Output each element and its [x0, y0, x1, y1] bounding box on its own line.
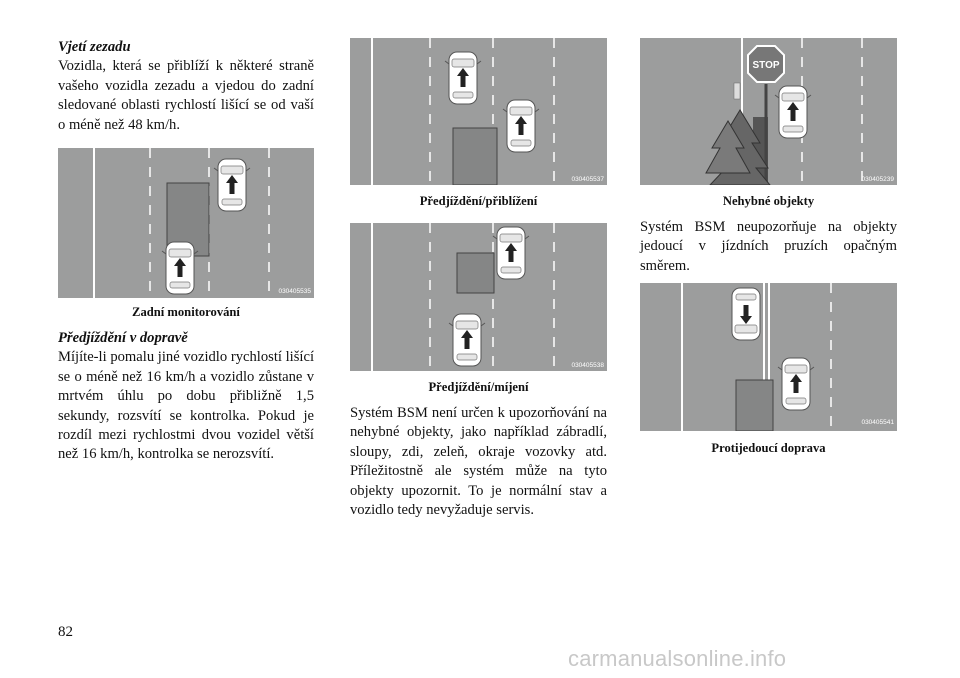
caption-rear-monitoring: Zadní monitorování	[132, 305, 240, 320]
figure-code: 030405541	[861, 419, 894, 426]
heading-overtaking: Předjíždění v dopravě	[58, 330, 188, 347]
figure-overtaking-approach: 030405537	[350, 38, 607, 185]
caption-overtaking-passing: Předjíždění/míjení	[428, 380, 529, 394]
figure-code: 030405239	[861, 176, 894, 183]
heading-rear-approach: Vjetí zezadu	[58, 39, 131, 55]
paragraph-oncoming-traffic: Systém BSM neupozorňuje na objekty jedou…	[640, 219, 897, 274]
caption-stationary-objects: Nehybné objekty	[722, 194, 815, 208]
paragraph-overtaking: Míjíte-li pomalu jiné vozidlo rychlostí …	[58, 349, 314, 463]
figure-overtaking-passing: 030405538	[350, 223, 607, 371]
stop-sign-text: STOP	[752, 60, 779, 71]
paragraph-rear-approach: Vozidla, která se přiblíží k některé str…	[58, 58, 314, 133]
caption-oncoming-traffic: Protijedoucí doprava	[711, 441, 826, 456]
figure-code: 030405537	[571, 176, 604, 183]
caption-overtaking-approach: Předjíždění/přiblížení	[419, 194, 538, 208]
figure-stationary-objects: STOP 030405239	[640, 38, 897, 185]
figure-oncoming-traffic: 030405541	[640, 283, 897, 432]
figure-code: 030405535	[278, 288, 311, 295]
page-number: 82	[58, 624, 73, 640]
figure-code: 030405538	[571, 362, 604, 369]
paragraph-stationary-objects: Systém BSM není určen k upozorňování na …	[350, 405, 607, 519]
watermark: carmanualsonline.info	[568, 646, 787, 671]
column-1: Vjetí zezadu Vozidla, která se přiblíží …	[58, 38, 314, 465]
figure-rear-monitoring: 030405535	[58, 148, 314, 299]
column-2: 030405537 Předjíždění/přiblížení 0304055…	[350, 38, 607, 520]
column-3: STOP 030405239 Nehybné objekty Systém BS…	[640, 38, 897, 456]
